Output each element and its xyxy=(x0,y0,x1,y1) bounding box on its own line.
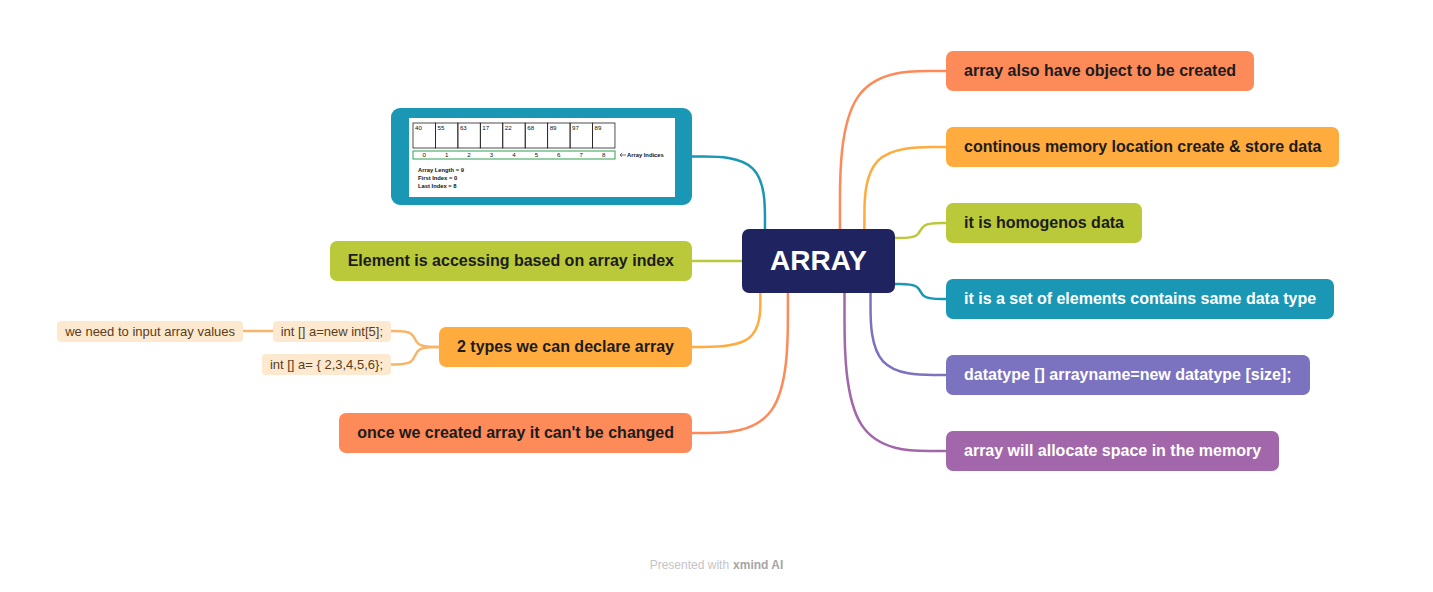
array-cell-value: 63 xyxy=(460,124,467,132)
topic-text: array also have object to be created xyxy=(964,62,1236,79)
topic-text: once we created array it can't be change… xyxy=(357,424,674,441)
branch-box: array also have object to be created xyxy=(946,51,1254,91)
topic-text: 2 types we can declare array xyxy=(457,338,674,355)
topic-text: ARRAY xyxy=(770,245,867,277)
topic-text: continous memory location create & store… xyxy=(964,138,1321,155)
branch-box: once we created array it can't be change… xyxy=(339,413,692,453)
array-index: 0 xyxy=(413,151,435,159)
array-cell xyxy=(570,123,592,148)
branch-connector xyxy=(864,147,946,229)
branch-connector xyxy=(871,293,946,375)
watermark: Presented with xmind AI xyxy=(0,557,1433,573)
branch-connector xyxy=(391,347,439,365)
branch-connector xyxy=(692,293,760,347)
sub-topic: int [] a= { 2,3,4,5,6}; xyxy=(262,354,391,375)
array-cell xyxy=(480,123,502,148)
topic-text: int [] a= { 2,3,4,5,6}; xyxy=(270,357,383,372)
array-cell xyxy=(503,123,525,148)
topic-text: datatype [] arrayname=new datatype [size… xyxy=(964,366,1292,383)
sub-topic: we need to input array values xyxy=(57,321,243,342)
branch-connector xyxy=(895,284,946,299)
array-cell-value: 22 xyxy=(505,124,512,132)
array-index: 5 xyxy=(525,151,547,159)
array-index: 3 xyxy=(480,151,502,159)
topic-text: array will allocate space in the memory xyxy=(964,442,1261,459)
array-cell-value: 40 xyxy=(415,124,422,132)
branch-connector xyxy=(243,330,273,333)
branch-box: datatype [] arrayname=new datatype [size… xyxy=(946,355,1310,395)
index-row xyxy=(413,151,615,159)
branch-connector xyxy=(692,157,765,230)
array-index: 4 xyxy=(503,151,525,159)
array-cell xyxy=(435,123,457,148)
array-index: 6 xyxy=(548,151,570,159)
branch-box: 2 types we can declare array xyxy=(439,327,692,367)
array-cell xyxy=(525,123,547,148)
branch-box: it is homogenos data xyxy=(946,203,1142,243)
array-cell xyxy=(548,123,570,148)
branch-box: Element is accessing based on array inde… xyxy=(330,241,692,281)
array-cell-value: 89 xyxy=(595,124,602,132)
branch-connector xyxy=(692,260,742,263)
illustration-note: Last Index = 8 xyxy=(418,182,457,190)
array-index: 1 xyxy=(435,151,457,159)
array-cells xyxy=(413,123,615,148)
topic-text: int [] a=new int[5]; xyxy=(281,324,383,339)
branch-connector xyxy=(895,223,946,238)
topic-text: Element is accessing based on array inde… xyxy=(348,252,674,269)
branch-box: array will allocate space in the memory xyxy=(946,431,1279,471)
illustration-note: Array Indices xyxy=(627,151,664,159)
array-cell xyxy=(458,123,480,148)
watermark-text: Presented with xyxy=(650,558,729,572)
array-index: 7 xyxy=(570,151,592,159)
central-topic: ARRAY xyxy=(742,229,895,293)
topic-text: it is a set of elements contains same da… xyxy=(964,290,1316,307)
illustration-note: First Index = 0 xyxy=(418,174,457,182)
topic-text: it is homogenos data xyxy=(964,214,1124,231)
array-index: 8 xyxy=(593,151,615,159)
illustration-note: Array Length = 9 xyxy=(418,166,464,174)
array-cell-value: 97 xyxy=(572,124,579,132)
branch-box: continous memory location create & store… xyxy=(946,127,1339,167)
array-cell-value: 68 xyxy=(527,124,534,132)
pointer-arrow xyxy=(620,153,626,157)
image-frame: Array IndicesArray Length = 9First Index… xyxy=(391,108,692,205)
sub-topic: int [] a=new int[5]; xyxy=(273,321,391,342)
array-index: 2 xyxy=(458,151,480,159)
illustration-ground xyxy=(409,118,675,197)
branch-connector xyxy=(391,331,439,347)
branch-box: it is a set of elements contains same da… xyxy=(946,279,1334,319)
topic-text: we need to input array values xyxy=(65,324,235,339)
branch-connector xyxy=(845,293,946,451)
branch-connector xyxy=(692,293,788,433)
watermark-brand: xmind AI xyxy=(733,558,783,572)
array-cell xyxy=(593,123,615,148)
array-cell xyxy=(413,123,435,148)
array-cell-value: 89 xyxy=(550,124,557,132)
branch-connector xyxy=(840,71,946,229)
array-cell-value: 17 xyxy=(482,124,489,132)
array-cell-value: 55 xyxy=(437,124,444,132)
